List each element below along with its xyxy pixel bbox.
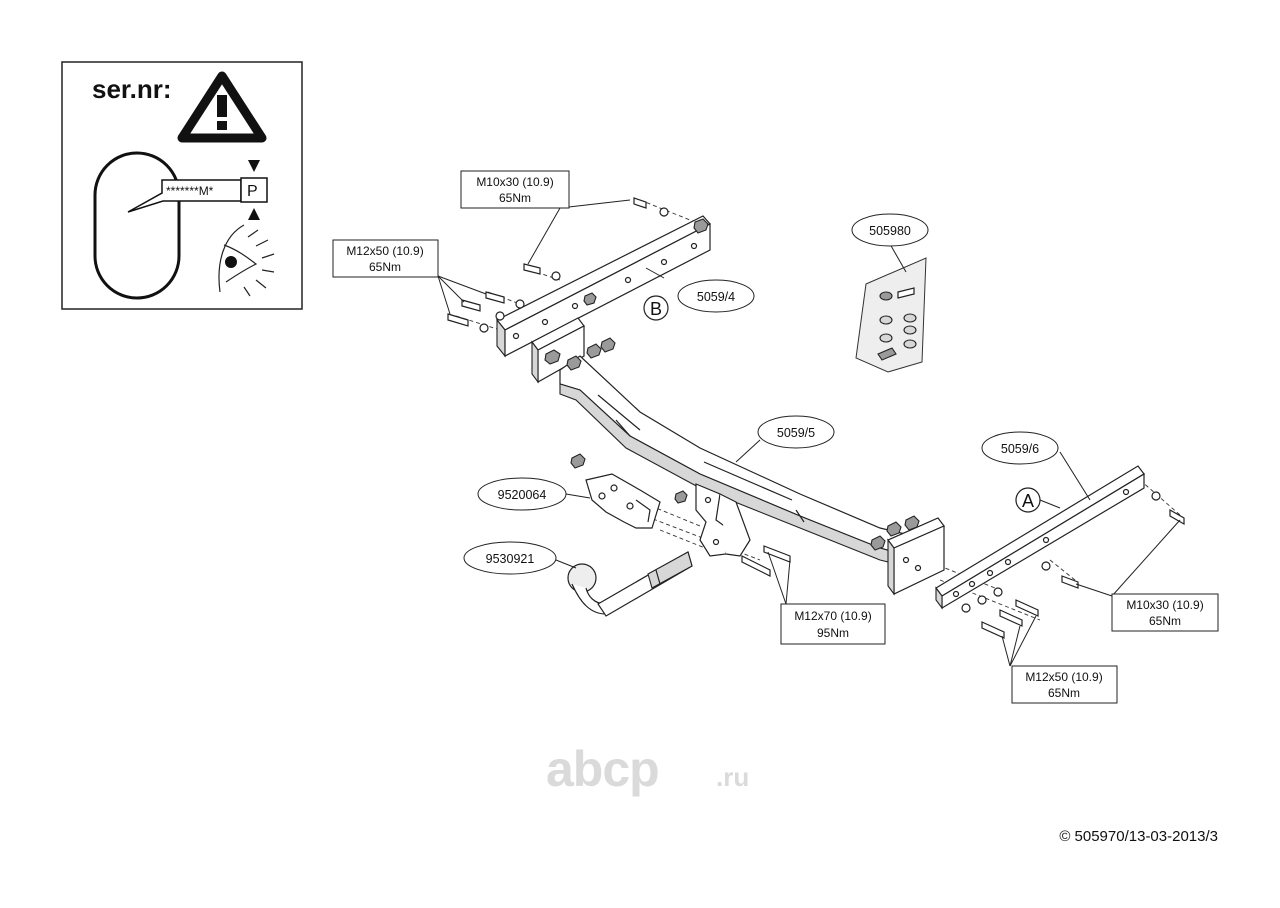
marker-b-letter: B — [650, 299, 662, 319]
torque-box-bottom-right: M12x50 (10.9) 65Nm — [1011, 665, 1118, 704]
leader-lines — [437, 199, 1181, 667]
torque-size: M12x50 (10.9) — [1025, 670, 1102, 684]
torque-value: 65Nm — [1048, 686, 1080, 700]
part-number-505980: 505980 — [869, 224, 911, 238]
part-label-5059-4: 5059/4 — [677, 279, 755, 313]
mount-plate-left — [531, 317, 585, 384]
torque-box-top-left: M10x30 (10.9) 65Nm — [460, 170, 570, 209]
vehicle-outline-icon — [93, 151, 181, 300]
torque-box-right: M10x30 (10.9) 65Nm — [1111, 593, 1219, 632]
part-number-9530921: 9530921 — [486, 552, 535, 566]
bolt-kit — [855, 257, 927, 373]
part-label-5059-6: 5059/6 — [981, 431, 1059, 465]
watermark-suffix: .ru — [716, 762, 749, 792]
torque-value: 95Nm — [817, 626, 849, 640]
tow-ball — [567, 551, 693, 617]
warning-triangle-icon — [177, 71, 267, 143]
part-label-9520064: 9520064 — [477, 477, 567, 511]
assembly-guide-lines — [455, 199, 1181, 621]
plate-code: *******M* — [166, 184, 214, 198]
watermark-main: abcp — [546, 741, 659, 797]
part-number-9520064: 9520064 — [498, 488, 547, 502]
torque-box-left: M12x50 (10.9) 65Nm — [332, 239, 439, 278]
part-number-5059-6: 5059/6 — [1001, 442, 1039, 456]
watermark-logo: abcp .ru — [546, 741, 749, 797]
torque-box-center: M12x70 (10.9) 95Nm — [780, 603, 886, 645]
eye-icon — [218, 224, 275, 297]
part-label-9530921: 9530921 — [463, 541, 557, 575]
side-bar-right — [935, 465, 1145, 610]
bolts — [447, 197, 1185, 639]
part-number-5059-5: 5059/5 — [777, 426, 815, 440]
marker-a: A — [1015, 487, 1041, 513]
part-label-505980: 505980 — [851, 213, 929, 247]
part-label-5059-5: 5059/5 — [757, 415, 835, 449]
torque-size: M12x50 (10.9) — [346, 244, 423, 258]
part-number-5059-4: 5059/4 — [697, 290, 735, 304]
serial-plate: *******M* P — [127, 160, 268, 220]
center-bracket — [695, 483, 751, 557]
mount-plate-right — [870, 515, 945, 596]
torque-size: M10x30 (10.9) — [476, 175, 553, 189]
marker-a-letter: A — [1022, 491, 1034, 511]
torque-value: 65Nm — [369, 260, 401, 274]
torque-size: M10x30 (10.9) — [1126, 598, 1203, 612]
torque-size: M12x70 (10.9) — [794, 609, 871, 623]
side-bar-left — [496, 215, 711, 358]
torque-value: 65Nm — [499, 191, 531, 205]
torque-value: 65Nm — [1149, 614, 1181, 628]
serial-heading: ser.nr: — [92, 74, 172, 104]
serial-warning-box: ser.nr: *******M* P — [61, 61, 303, 310]
socket-plate — [570, 453, 688, 529]
copyright-text: © 505970/13-03-2013/3 — [1059, 828, 1218, 845]
plate-letter: P — [247, 183, 258, 200]
marker-b: B — [643, 295, 669, 321]
